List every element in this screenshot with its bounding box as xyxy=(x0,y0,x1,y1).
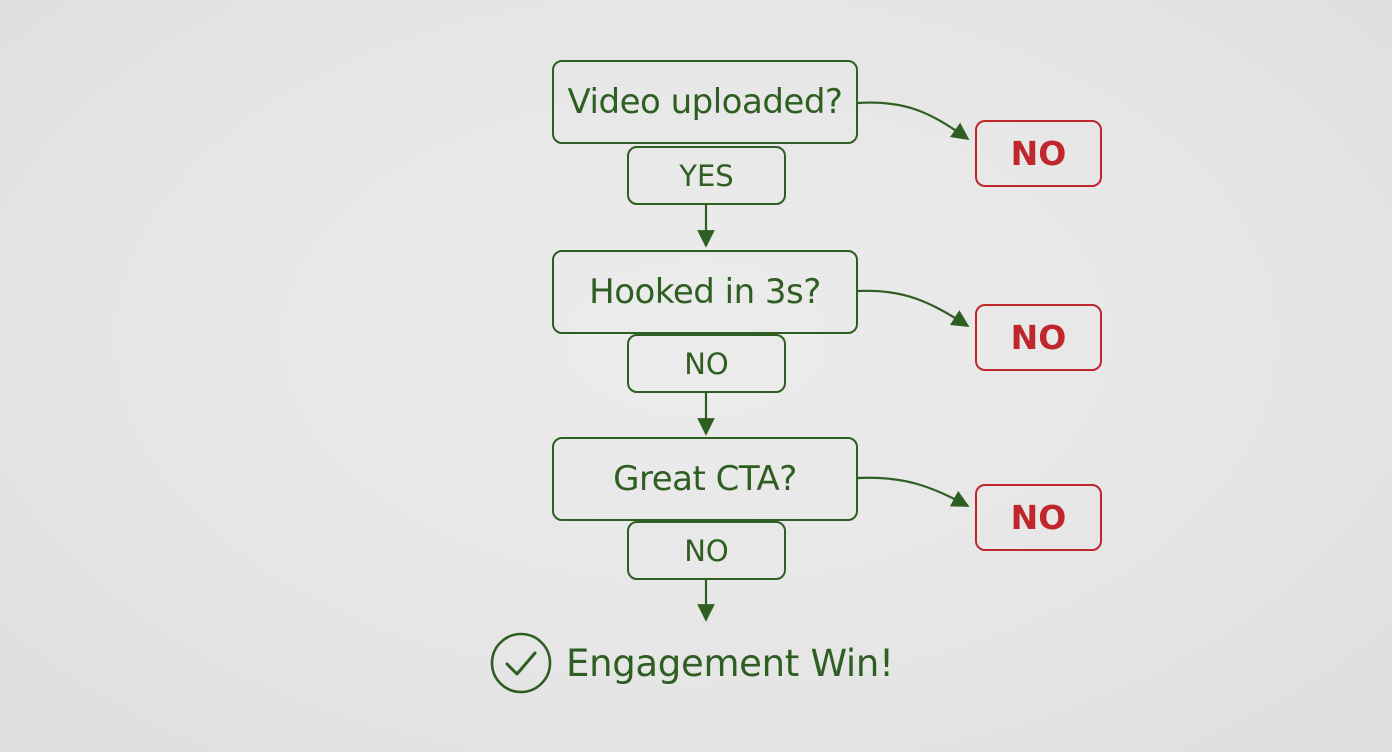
question-great-cta: Great CTA? xyxy=(552,437,858,521)
no-outcome-label: NO xyxy=(1010,134,1067,173)
arrow-cta-to-no xyxy=(857,476,970,507)
check-circle-icon xyxy=(490,632,552,694)
question-label: Video uploaded? xyxy=(567,82,843,122)
arrow-video-to-no xyxy=(857,101,970,141)
answer-label: NO xyxy=(684,533,729,568)
question-label: Great CTA? xyxy=(613,459,797,499)
question-video-uploaded: Video uploaded? xyxy=(552,60,858,144)
answer-yes: YES xyxy=(627,146,786,205)
no-outcome-label: NO xyxy=(1010,318,1067,357)
result-label: Engagement Win! xyxy=(566,641,894,685)
question-hooked-in-3s: Hooked in 3s? xyxy=(552,250,858,334)
arrow-hooked-to-no xyxy=(857,289,970,327)
no-outcome-box: NO xyxy=(975,304,1102,371)
answer-no: NO xyxy=(627,334,786,393)
no-outcome-label: NO xyxy=(1010,498,1067,537)
no-outcome-box: NO xyxy=(975,120,1102,187)
question-label: Hooked in 3s? xyxy=(589,272,821,312)
answer-no: NO xyxy=(627,521,786,580)
answer-label: NO xyxy=(684,346,729,381)
result-engagement-win: Engagement Win! xyxy=(490,632,894,694)
no-outcome-box: NO xyxy=(975,484,1102,551)
answer-label: YES xyxy=(679,158,734,193)
